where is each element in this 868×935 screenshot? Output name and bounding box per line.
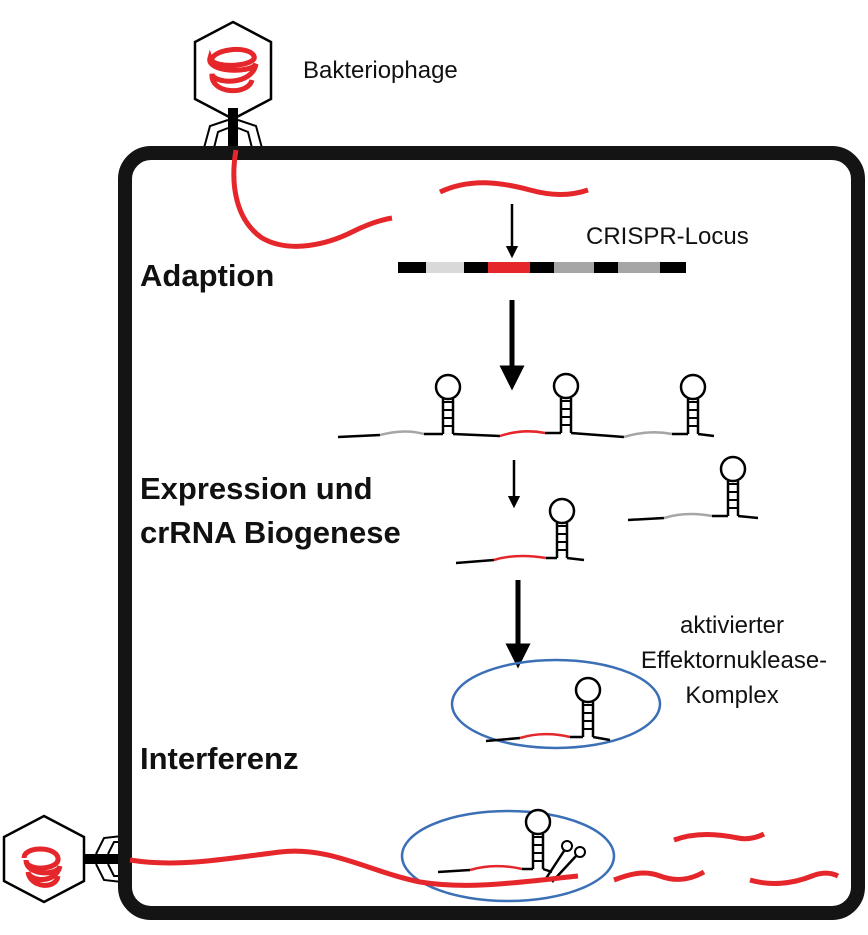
pre-crrna bbox=[337, 372, 715, 439]
crispr-locus-bar bbox=[398, 262, 686, 273]
crispr-locus-label: CRISPR-Locus bbox=[586, 223, 749, 250]
effector-complex bbox=[450, 658, 662, 750]
phage-bottom-icon bbox=[2, 814, 130, 904]
expression-label-line2: crRNA Biogenese bbox=[140, 515, 401, 550]
adaption-label: Adaption bbox=[140, 258, 275, 293]
phage-top-icon bbox=[193, 20, 273, 152]
complex-label-line3: Komplex bbox=[685, 682, 779, 709]
complex-label-line1: aktivierter bbox=[679, 612, 785, 639]
cleaved-dna-fragments bbox=[613, 831, 840, 886]
cell-wall bbox=[118, 146, 865, 920]
mature-crrna-gray bbox=[627, 455, 759, 522]
expression-label-line1: Expression und bbox=[140, 471, 373, 506]
injected-dna-top bbox=[231, 149, 393, 249]
mature-crrna bbox=[455, 497, 585, 565]
interference-complex bbox=[400, 808, 616, 903]
interference-label: Interferenz bbox=[140, 741, 299, 776]
phage-label: Bakteriophage bbox=[303, 57, 458, 84]
complex-label-line2: Effektornuklease- bbox=[640, 647, 828, 674]
injected-dna-bottom bbox=[129, 848, 579, 888]
phage-dna-fragment bbox=[438, 180, 589, 197]
